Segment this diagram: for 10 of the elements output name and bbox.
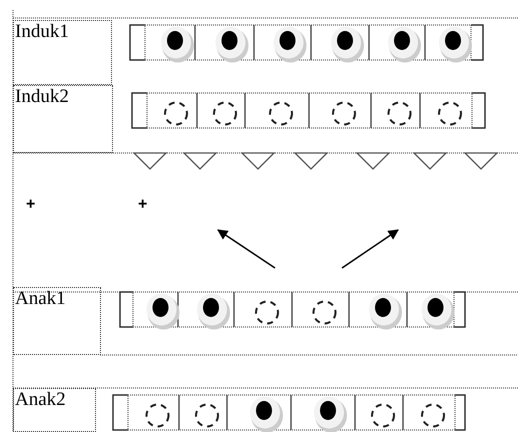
row-label: Induk1 (15, 21, 69, 42)
row-label: Induk2 (15, 86, 69, 107)
label-box (13, 20, 112, 85)
row-label: Anak2 (15, 389, 66, 410)
plus-sign: + (26, 197, 36, 213)
label-box (13, 388, 96, 432)
row-label: Anak1 (15, 288, 66, 309)
label-box (13, 287, 101, 355)
label-box (13, 85, 113, 153)
plus-sign: + (138, 197, 148, 213)
